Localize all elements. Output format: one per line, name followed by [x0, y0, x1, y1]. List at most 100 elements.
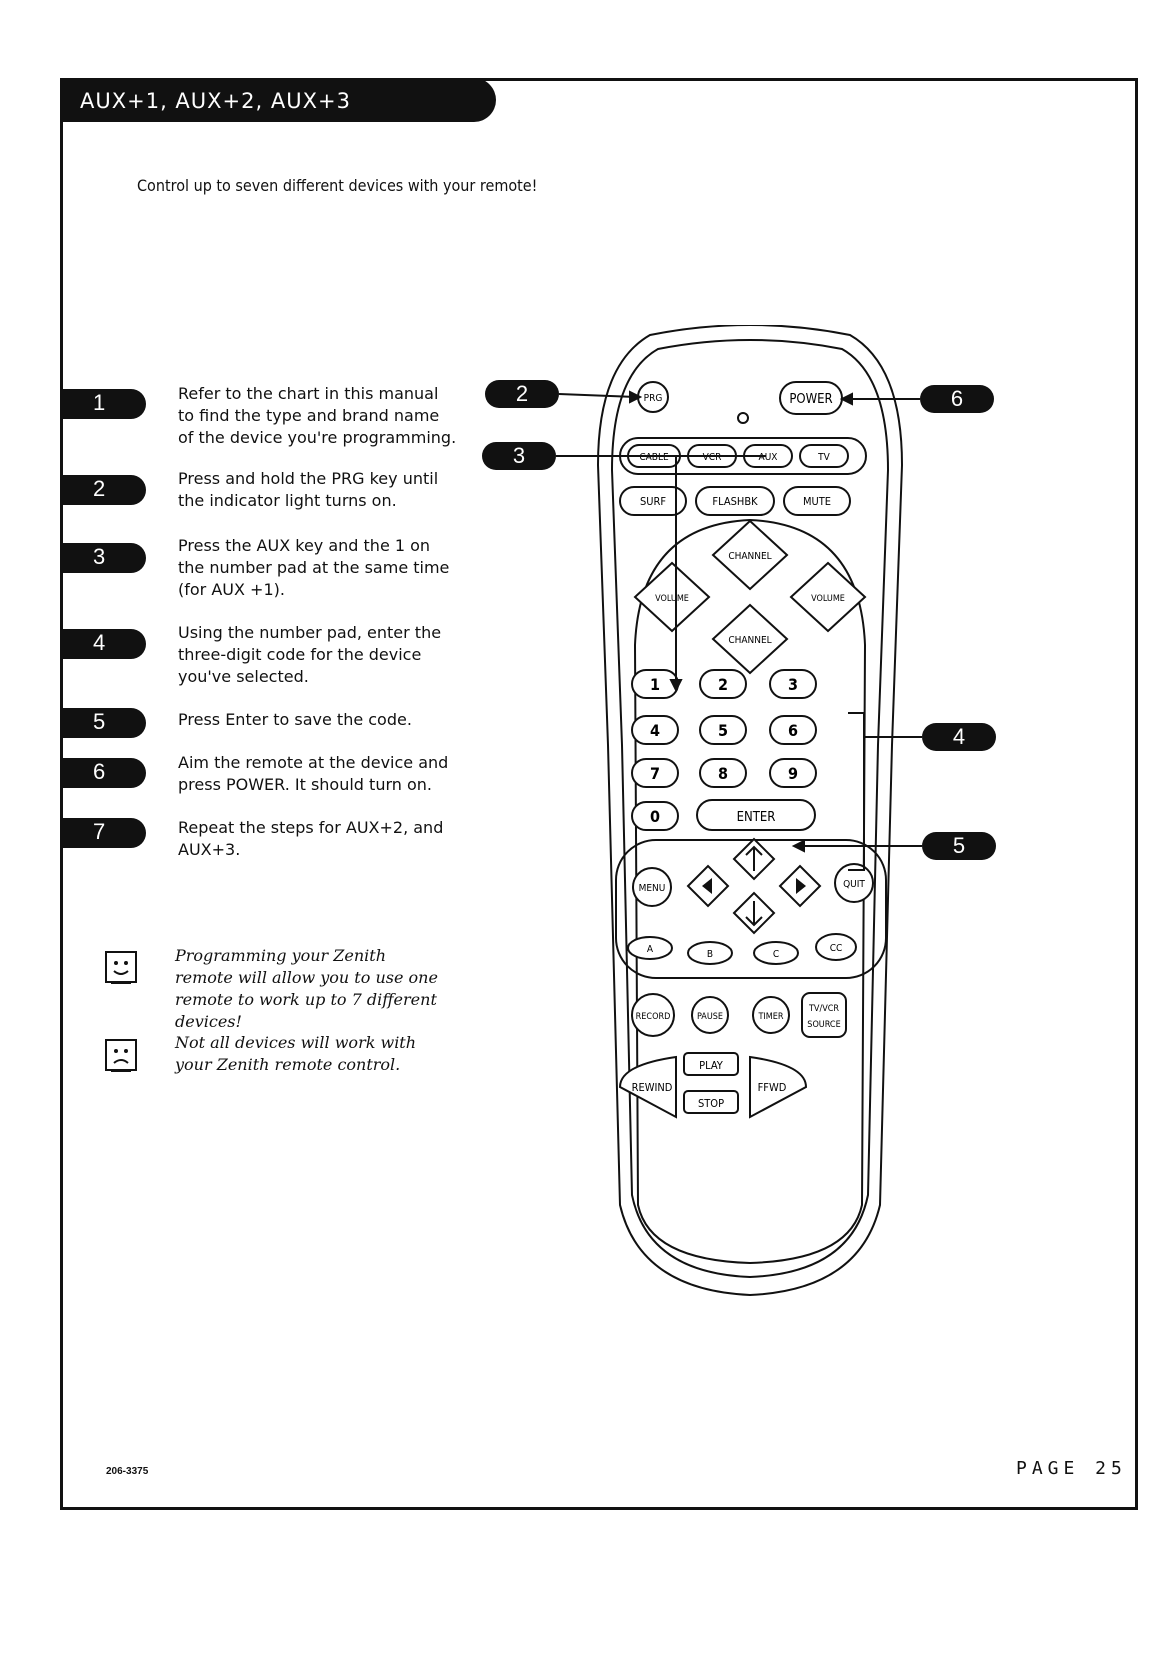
channel-up-button: CHANNEL [711, 519, 789, 591]
svg-text:RECORD: RECORD [636, 1012, 671, 1022]
svg-text:3: 3 [788, 675, 798, 694]
note-caution-text: Not all devices will work with your Zeni… [175, 1033, 417, 1074]
svg-text:B: B [707, 949, 713, 960]
svg-text:7: 7 [650, 764, 660, 783]
svg-text:PAUSE: PAUSE [697, 1012, 723, 1022]
menu-button: MENU [632, 867, 672, 907]
callout-6: 6 [920, 385, 994, 413]
svg-text:PLAY: PLAY [699, 1059, 724, 1072]
smiley-face-icon [105, 951, 137, 984]
svg-text:POWER: POWER [789, 392, 832, 407]
svg-text:ENTER: ENTER [737, 810, 776, 825]
tv-vcr-source-button: TV/VCR SOURCE [801, 992, 847, 1038]
step-2-text: Press and hold the PRG key until the ind… [178, 469, 439, 510]
svg-text:A: A [647, 944, 654, 955]
remote-inner-body [610, 339, 890, 1279]
remote-outer-body [596, 325, 904, 1297]
remote-lower-panel [633, 518, 867, 1265]
leader-6-arrowhead [839, 392, 853, 406]
step-7-text: Repeat the steps for AUX+2, and AUX+3. [178, 818, 444, 859]
play-button: PLAY [683, 1052, 739, 1076]
svg-text:FLASHBK: FLASHBK [712, 495, 758, 508]
volume-up-button: VOLUME [789, 561, 867, 633]
leader-2-arrowhead [629, 390, 643, 404]
svg-text:TV: TV [817, 452, 830, 463]
svg-text:CC: CC [830, 943, 843, 954]
b-button: B [687, 941, 733, 965]
note-positive-text: Programming your Zenith remote will allo… [175, 946, 438, 1031]
step-4-tab: 4 [63, 629, 146, 659]
svg-text:TV/VCR: TV/VCR [808, 1004, 839, 1014]
step-5-tab: 5 [63, 708, 146, 738]
step-1-text: Refer to the chart in this manual to fin… [178, 384, 457, 447]
step-4-text: Using the number pad, enter the three-di… [178, 623, 442, 686]
bracket-4 [848, 712, 865, 871]
svg-text:AUX: AUX [759, 452, 778, 463]
svg-text:4: 4 [650, 721, 660, 740]
step-6-text: Aim the remote at the device and press P… [178, 753, 449, 794]
tv-button: TV [799, 444, 849, 468]
indicator-light [737, 412, 749, 424]
flashbk-button: FLASHBK [695, 486, 775, 516]
menu-cluster-outline [615, 839, 887, 979]
svg-text:1: 1 [650, 675, 660, 694]
svg-text:PRG: PRG [644, 393, 663, 404]
digit-8-button: 8 [699, 758, 747, 788]
cc-button: CC [815, 933, 857, 961]
svg-text:REWIND: REWIND [632, 1081, 673, 1094]
leader-2 [558, 393, 637, 398]
timer-button: TIMER [752, 996, 790, 1034]
svg-text:0: 0 [650, 807, 660, 826]
stop-button: STOP [683, 1090, 739, 1114]
step-6-tab: 6 [63, 758, 146, 788]
step-3-tab: 3 [63, 543, 146, 573]
digit-4-button: 4 [631, 715, 679, 745]
svg-text:2: 2 [718, 675, 728, 694]
callout-3: 3 [482, 442, 556, 470]
c-button: C [753, 941, 799, 965]
arrow-left-button [686, 864, 730, 908]
enter-button: ENTER [696, 799, 816, 831]
remote-control-illustration: PRG POWER CABLE VCR AUX TV SURF FLASHBK … [596, 325, 904, 1297]
page-number: PAGE 25 [1016, 1458, 1127, 1479]
callout-4: 4 [922, 723, 996, 751]
svg-text:TIMER: TIMER [757, 1012, 783, 1022]
leader-3-arrowhead [669, 679, 683, 693]
svg-text:5: 5 [718, 721, 728, 740]
channel-down-button: CHANNEL [711, 603, 789, 675]
record-button: RECORD [631, 993, 675, 1037]
title-bar [60, 78, 496, 122]
digit-5-button: 5 [699, 715, 747, 745]
svg-text:VOLUME: VOLUME [655, 594, 689, 604]
callout-5: 5 [922, 832, 996, 860]
digit-2-button: 2 [699, 669, 747, 699]
rewind-button: REWIND [618, 1055, 677, 1119]
digit-7-button: 7 [631, 758, 679, 788]
svg-text:MUTE: MUTE [803, 495, 831, 508]
step-1-tab: 1 [63, 389, 146, 419]
svg-text:CHANNEL: CHANNEL [728, 635, 771, 646]
digit-9-button: 9 [769, 758, 817, 788]
svg-text:VCR: VCR [703, 452, 722, 463]
arrow-right-button [778, 864, 822, 908]
power-button: POWER [779, 381, 843, 415]
svg-text:FFWD: FFWD [758, 1081, 787, 1094]
mute-button: MUTE [783, 486, 851, 516]
svg-text:6: 6 [788, 721, 798, 740]
svg-text:8: 8 [718, 764, 728, 783]
surf-button: SURF [619, 486, 687, 516]
document-number: 206-3375 [106, 1466, 149, 1477]
ffwd-button: FFWD [749, 1055, 808, 1119]
page-title: AUX+1, AUX+2, AUX+3 [80, 89, 351, 113]
arrow-down-button [732, 891, 776, 935]
digit-0-button: 0 [631, 801, 679, 831]
digit-3-button: 3 [769, 669, 817, 699]
svg-text:VOLUME: VOLUME [811, 594, 845, 604]
intro-text: Control up to seven different devices wi… [137, 176, 538, 195]
step-2-tab: 2 [63, 475, 146, 505]
svg-text:C: C [773, 949, 779, 960]
a-button: A [627, 936, 673, 960]
step-7-tab: 7 [63, 818, 146, 848]
callout-2: 2 [485, 380, 559, 408]
